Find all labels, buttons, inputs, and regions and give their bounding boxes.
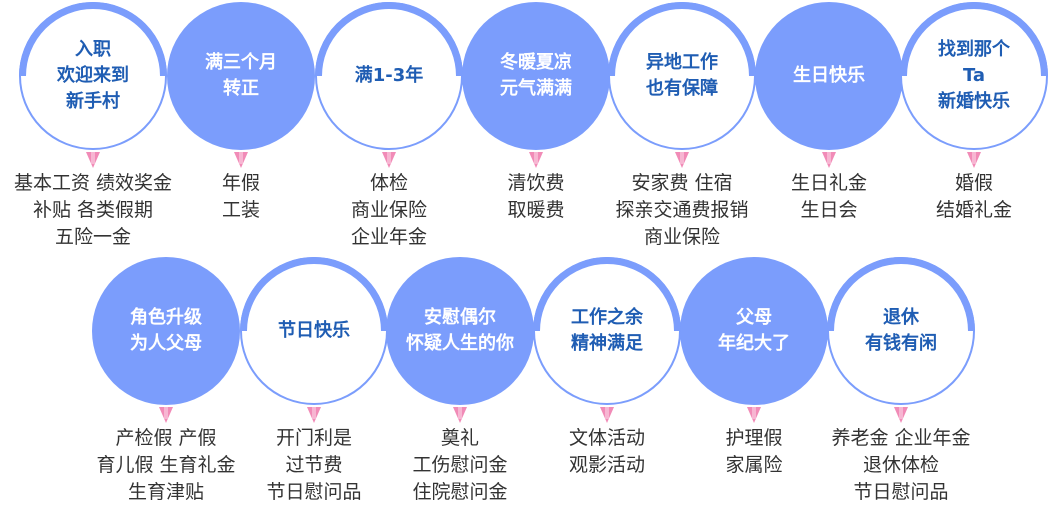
pointer-icon	[234, 152, 248, 168]
benefit-list: 体检 商业保险 企业年金	[275, 170, 503, 251]
stage-title: 安慰偶尔 怀疑人生的你	[406, 307, 514, 354]
benefit-list: 婚假 结婚礼金	[860, 170, 1050, 224]
benefit-item: 基本工资 绩效奖金	[13, 172, 173, 194]
benefit-item: 探亲交通费报销	[615, 199, 749, 221]
benefit-item: 退休体检	[862, 454, 939, 476]
benefit-item: 工伤慰问金	[412, 454, 508, 476]
benefit-item: 观影活动	[568, 454, 645, 476]
stage-circle: 节日快乐	[240, 257, 388, 405]
benefit-item: 开门利是	[275, 427, 352, 449]
stage-title: 满三个月 转正	[205, 52, 277, 99]
pointer-icon	[307, 407, 321, 423]
benefit-item: 过节费	[285, 454, 343, 476]
benefit-list: 基本工资 绩效奖金 补贴 各类假期 五险一金	[0, 170, 207, 251]
stage-circle: 安慰偶尔 怀疑人生的你	[386, 257, 534, 405]
stage-title: 找到那个 Ta 新婚快乐	[938, 39, 1010, 112]
pointer-icon	[747, 407, 761, 423]
benefit-item: 住院慰问金	[412, 481, 508, 503]
benefit-item: 护理假	[725, 427, 783, 449]
pointer-icon	[86, 152, 100, 168]
benefit-list: 养老金 企业年金 退休体检 节日慰问品	[787, 425, 1015, 506]
benefit-list: 安家费 住宿 探亲交通费报销 商业保险	[568, 170, 796, 251]
benefit-item: 养老金 企业年金	[831, 427, 971, 449]
benefit-item: 五险一金	[54, 226, 131, 248]
benefit-item: 产检假 产假	[115, 427, 217, 449]
benefit-list: 年假 工装	[127, 170, 355, 224]
benefit-list: 生日礼金 生日会	[715, 170, 943, 224]
benefit-item: 企业年金	[350, 226, 427, 248]
benefit-item: 补贴 各类假期	[32, 199, 154, 221]
stage-circle: 退休 有钱有闲	[827, 257, 975, 405]
benefit-item: 家属险	[725, 454, 783, 476]
benefit-item: 工装	[221, 199, 260, 221]
stage-title: 退休 有钱有闲	[865, 307, 937, 354]
stage-title: 冬暖夏凉 元气满满	[500, 52, 572, 99]
benefit-item: 商业保险	[350, 199, 427, 221]
stage-circle: 满三个月 转正	[167, 2, 315, 150]
benefit-item: 育儿假 生育礼金	[96, 454, 236, 476]
stage-title: 异地工作 也有保障	[646, 52, 718, 99]
stage-circle: 满1-3年	[315, 2, 463, 150]
benefit-item: 生日会	[800, 199, 858, 221]
stage-circle: 生日快乐	[755, 2, 903, 150]
benefit-item: 商业保险	[643, 226, 720, 248]
stage-title: 节日快乐	[278, 320, 350, 341]
stage-title: 角色升级 为人父母	[130, 307, 202, 354]
stage-circle: 入职 欢迎来到 新手村	[19, 2, 167, 150]
stage-circle: 工作之余 精神满足	[533, 257, 681, 405]
stage-title: 工作之余 精神满足	[571, 307, 643, 354]
benefit-item: 文体活动	[568, 427, 645, 449]
stage-circle: 找到那个 Ta 新婚快乐	[900, 2, 1048, 150]
stage-title: 生日快乐	[793, 65, 865, 86]
benefit-item: 年假	[221, 172, 260, 194]
benefit-item: 生日礼金	[790, 172, 867, 194]
benefit-list: 产检假 产假 育儿假 生育礼金 生育津贴	[52, 425, 280, 506]
stage-circle: 角色升级 为人父母	[92, 257, 240, 405]
pointer-icon	[967, 152, 981, 168]
stage-title: 入职 欢迎来到 新手村	[57, 39, 129, 112]
pointer-icon	[822, 152, 836, 168]
pointer-icon	[894, 407, 908, 423]
stage-circle: 异地工作 也有保障	[608, 2, 756, 150]
pointer-icon	[529, 152, 543, 168]
pointer-icon	[159, 407, 173, 423]
pointer-icon	[675, 152, 689, 168]
stage-circle: 冬暖夏凉 元气满满	[462, 2, 610, 150]
benefit-list: 护理假 家属险	[640, 425, 868, 479]
benefit-item: 清饮费	[507, 172, 565, 194]
benefit-item: 婚假	[954, 172, 993, 194]
benefit-item: 奠礼	[440, 427, 479, 449]
benefit-list: 清饮费 取暖费	[422, 170, 650, 224]
pointer-icon	[382, 152, 396, 168]
benefit-list: 文体活动 观影活动	[493, 425, 721, 479]
benefit-item: 结婚礼金	[935, 199, 1012, 221]
stage-circle: 父母 年纪大了	[680, 257, 828, 405]
pointer-icon	[453, 407, 467, 423]
benefit-item: 体检	[369, 172, 408, 194]
stage-title: 父母 年纪大了	[718, 307, 790, 354]
benefit-item: 节日慰问品	[853, 481, 949, 503]
benefit-item: 取暖费	[507, 199, 565, 221]
benefit-item: 安家费 住宿	[631, 172, 733, 194]
pointer-icon	[600, 407, 614, 423]
stage-title: 满1-3年	[354, 65, 424, 86]
